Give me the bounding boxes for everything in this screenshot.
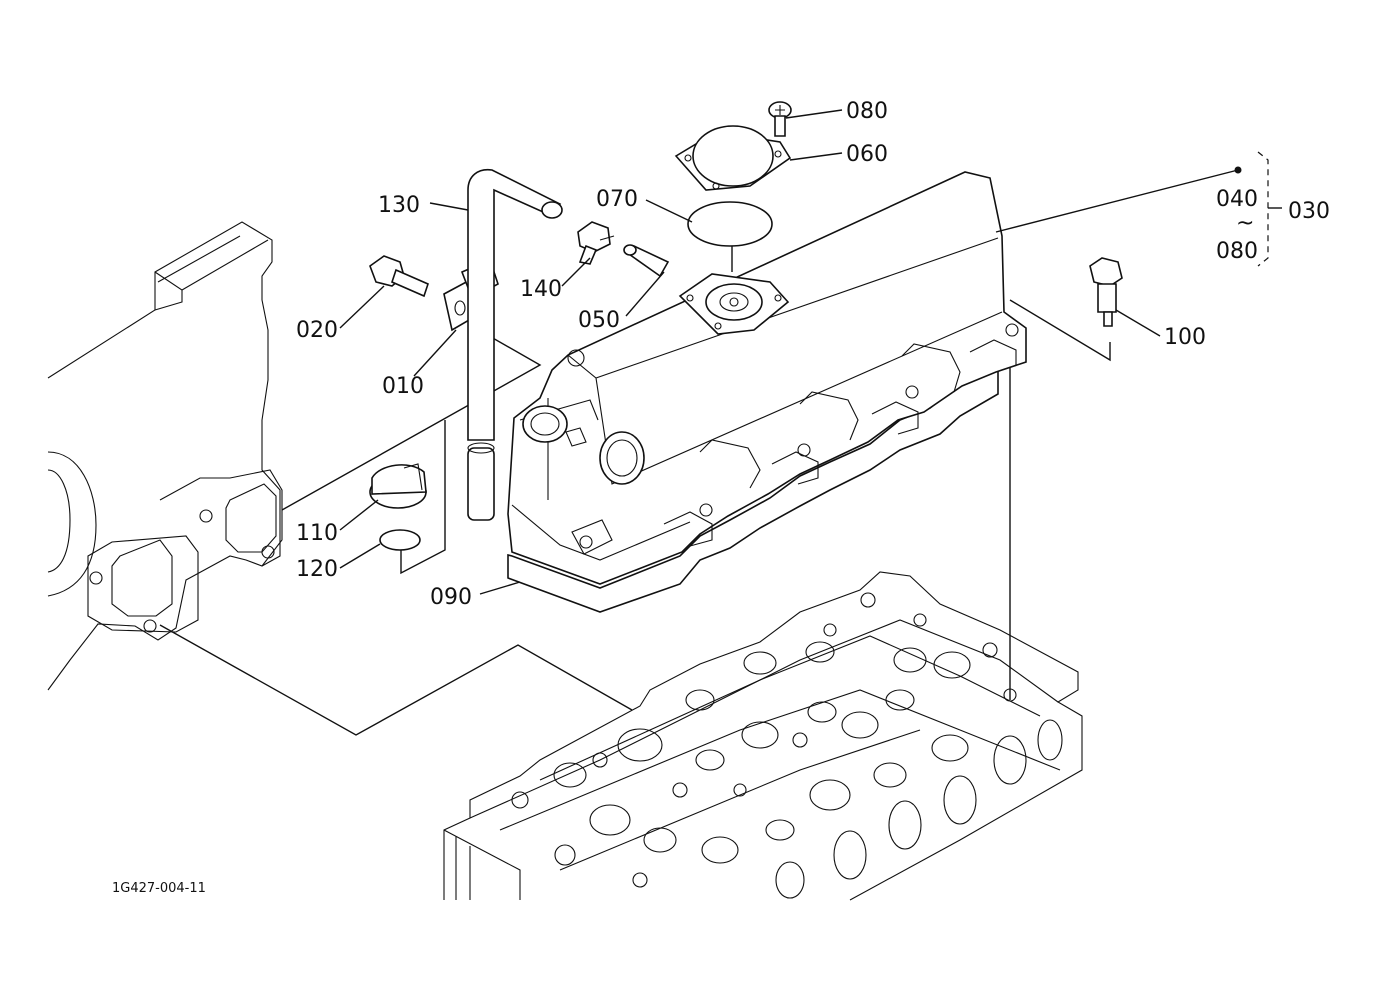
- bolt-020: [369, 255, 429, 298]
- label-140: 140: [520, 277, 562, 302]
- breather-base: [678, 273, 790, 335]
- label-060: 060: [846, 142, 888, 167]
- breather-hose-130: [467, 168, 563, 521]
- label-100: 100: [1164, 325, 1206, 350]
- oil-filler-cap-110: [369, 463, 427, 509]
- label-040: 040: [1216, 187, 1258, 212]
- label-130: 130: [378, 193, 420, 218]
- label-010: 010: [382, 374, 424, 399]
- part-labels: 080 060 070 130 040 ~ 080 030 140 050 02…: [296, 99, 1330, 610]
- bolt-100: [1089, 257, 1123, 327]
- callout-leaders: [339, 109, 1239, 595]
- label-080-top: 080: [846, 99, 888, 124]
- label-020: 020: [296, 318, 338, 343]
- drawing-code: 1G427-004-11: [112, 881, 206, 896]
- label-090: 090: [430, 585, 472, 610]
- label-050: 050: [578, 308, 620, 333]
- pipe-050: [623, 244, 670, 278]
- cylinder-head: [443, 571, 1083, 901]
- label-110: 110: [296, 521, 338, 546]
- label-070: 070: [596, 187, 638, 212]
- o-ring-120: [379, 529, 421, 551]
- screw-080: [768, 101, 792, 137]
- valve-cover: [507, 171, 1027, 585]
- intake-manifold: [47, 221, 283, 691]
- label-030: 030: [1288, 199, 1330, 224]
- clamp-140: [577, 221, 615, 265]
- label-080-range: 080: [1216, 239, 1258, 264]
- breather-cover-060: [674, 125, 792, 191]
- label-120: 120: [296, 557, 338, 582]
- label-tilde: ~: [1236, 211, 1254, 236]
- o-ring-070: [687, 201, 773, 247]
